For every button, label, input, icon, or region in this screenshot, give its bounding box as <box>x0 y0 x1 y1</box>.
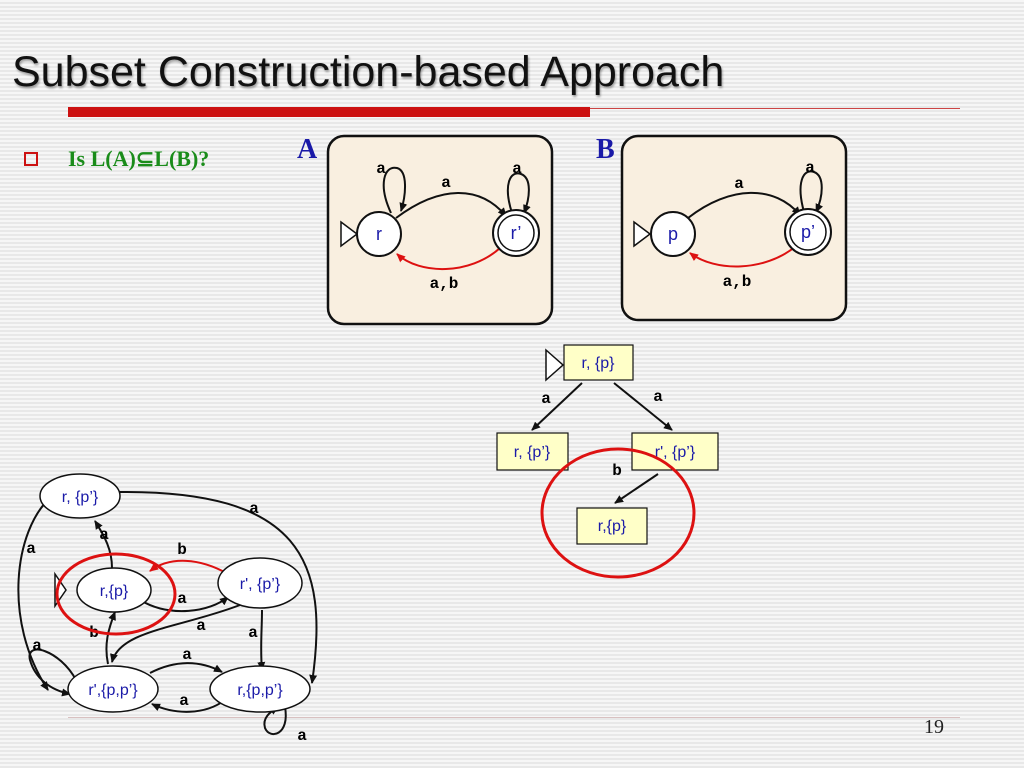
start-arrow-icon <box>340 220 359 248</box>
edge-pprime-to-p <box>689 245 797 268</box>
edge-label: a <box>32 637 42 655</box>
automaton-b-label: B <box>596 134 615 165</box>
edge-r-self-loop <box>382 166 408 214</box>
edge-label: b <box>177 541 187 559</box>
edge-label: b <box>89 624 99 642</box>
state-pprime-accepting-ring <box>789 213 827 251</box>
product-node-label: r,{p} <box>100 583 129 600</box>
tree-node-left <box>496 432 569 471</box>
edge-label: a <box>805 159 815 177</box>
edge-label: a <box>26 540 36 558</box>
product-node <box>39 473 121 519</box>
product-node-label: r,{p,p’} <box>237 682 283 699</box>
page-number: 19 <box>924 716 944 738</box>
product-edge-red <box>149 559 229 575</box>
edge-label: a <box>376 160 386 178</box>
product-edge <box>151 699 226 713</box>
page-title: Subset Construction-based Approach <box>12 48 725 96</box>
edge-label: a <box>541 390 551 408</box>
automaton-a-label: A <box>297 134 318 165</box>
bullet-square-icon <box>24 152 38 166</box>
edge-label: a <box>177 590 187 608</box>
edge-label: a <box>196 617 206 635</box>
tree-node-root <box>563 344 634 381</box>
product-node-label: r', {p’} <box>240 576 281 593</box>
product-node <box>217 557 303 609</box>
product-node <box>67 665 159 713</box>
product-edge <box>105 611 116 665</box>
edge-label: a <box>512 160 522 178</box>
tree-node-label: r, {p} <box>582 355 616 372</box>
edge-r-to-rprime <box>395 192 507 219</box>
edge-rprime-to-r <box>396 247 501 270</box>
automaton-b-panel <box>620 134 848 322</box>
state-r-label: r <box>376 224 382 244</box>
product-edge <box>139 596 229 613</box>
edge-label: a <box>182 646 192 664</box>
state-p-label: p <box>668 224 678 244</box>
start-arrow-icon <box>633 220 652 248</box>
product-edge <box>17 497 51 691</box>
edge-label: a <box>179 692 189 710</box>
edge-label: a <box>441 174 451 192</box>
product-node-label: r',{p,p’} <box>88 682 138 699</box>
edge-label: b <box>612 462 622 480</box>
title-underline-thin <box>590 108 960 109</box>
edge-pprime-self-loop <box>799 170 824 213</box>
product-node-label: r, {p’} <box>62 489 99 506</box>
edge-label: a <box>248 624 258 642</box>
product-edge <box>94 520 113 569</box>
edge-label: a <box>734 175 744 193</box>
tree-edge <box>531 382 583 431</box>
tree-edge <box>614 473 659 504</box>
product-edge <box>149 662 223 674</box>
tree-node-label: r', {p’} <box>655 444 696 461</box>
edge-label: a <box>249 500 259 518</box>
edge-rprime-self-loop <box>506 172 531 214</box>
product-edge <box>117 490 318 684</box>
question-text: Is L(A)⊆L(B)? <box>68 146 210 171</box>
tree-node-right <box>631 432 719 471</box>
tree-node-label: r, {p’} <box>514 444 551 461</box>
footer-divider <box>68 717 960 718</box>
edge-label: a,b <box>430 275 459 293</box>
highlight-circle <box>55 552 177 636</box>
product-edge <box>28 648 77 697</box>
state-r <box>356 211 402 257</box>
tree-node-leaf <box>576 507 648 545</box>
state-rprime-accepting-ring <box>497 214 535 252</box>
product-edge <box>110 604 241 663</box>
product-node <box>209 665 311 713</box>
edge-label: a,b <box>723 273 752 291</box>
edge-label: a <box>653 388 663 406</box>
state-p <box>650 211 696 257</box>
tree-edge <box>613 382 673 431</box>
state-pprime-label: p’ <box>801 222 815 242</box>
edge-label: a <box>99 526 109 544</box>
edge-p-to-pprime <box>687 191 801 219</box>
highlight-circle <box>540 447 696 579</box>
edge-label: a <box>297 727 307 745</box>
tree-node-label: r,{p} <box>598 518 627 535</box>
start-arrow-icon <box>545 348 565 382</box>
state-rprime-label: r’ <box>511 223 522 243</box>
title-underline <box>68 107 590 117</box>
product-edge <box>257 609 266 671</box>
product-node <box>76 567 152 613</box>
